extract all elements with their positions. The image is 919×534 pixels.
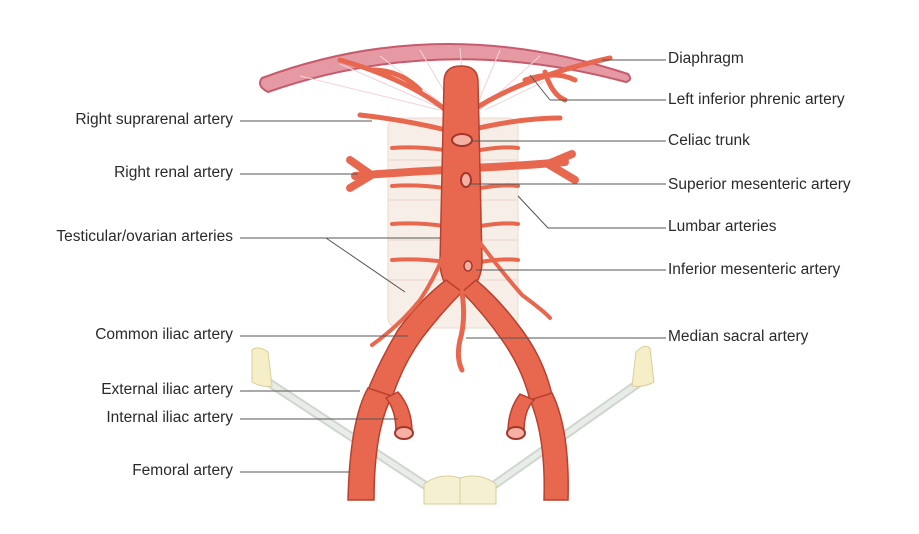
label-lumbar-arteries: Lumbar arteries bbox=[668, 218, 777, 235]
label-femoral-artery: Femoral artery bbox=[132, 462, 233, 479]
lumbar-arteries bbox=[390, 145, 520, 264]
label-right-renal-artery: Right renal artery bbox=[114, 164, 233, 181]
gonadal-arteries bbox=[370, 230, 552, 347]
label-superior-mesenteric-artery: Superior mesenteric artery bbox=[668, 176, 851, 193]
left-iliac-crest bbox=[251, 347, 273, 387]
suprarenal-arteries bbox=[357, 112, 563, 133]
right-iliac-crest bbox=[631, 345, 655, 387]
inferior-mesenteric-opening bbox=[463, 260, 473, 272]
left-leader-lines bbox=[240, 120, 440, 473]
right-internal-iliac bbox=[507, 393, 536, 433]
label-median-sacral-artery: Median sacral artery bbox=[668, 328, 809, 345]
label-common-iliac-artery: Common iliac artery bbox=[95, 326, 233, 343]
label-right-suprarenal-artery: Right suprarenal artery bbox=[75, 111, 233, 128]
celiac-trunk-opening bbox=[451, 133, 473, 147]
left-external-iliac bbox=[347, 387, 394, 501]
right-external-iliac bbox=[528, 392, 569, 501]
right-leader-lines bbox=[466, 59, 666, 339]
label-diaphragm: Diaphragm bbox=[668, 50, 744, 67]
superior-mesenteric-opening bbox=[460, 172, 472, 188]
label-external-iliac-artery: External iliac artery bbox=[101, 381, 233, 398]
diaphragm bbox=[259, 43, 632, 94]
phrenic-arteries bbox=[337, 55, 613, 115]
label-testicular-ovarian-arteries: Testicular/ovarian arteries bbox=[56, 228, 233, 245]
label-celiac-trunk: Celiac trunk bbox=[668, 132, 750, 149]
label-internal-iliac-artery: Internal iliac artery bbox=[106, 409, 233, 426]
label-left-inferior-phrenic-artery: Left inferior phrenic artery bbox=[668, 91, 845, 108]
median-sacral-artery bbox=[455, 289, 467, 373]
label-inferior-mesenteric-artery: Inferior mesenteric artery bbox=[668, 261, 841, 278]
right-internal-iliac-cut bbox=[506, 426, 526, 440]
left-internal-iliac bbox=[384, 391, 413, 433]
left-internal-iliac-cut bbox=[394, 426, 414, 440]
